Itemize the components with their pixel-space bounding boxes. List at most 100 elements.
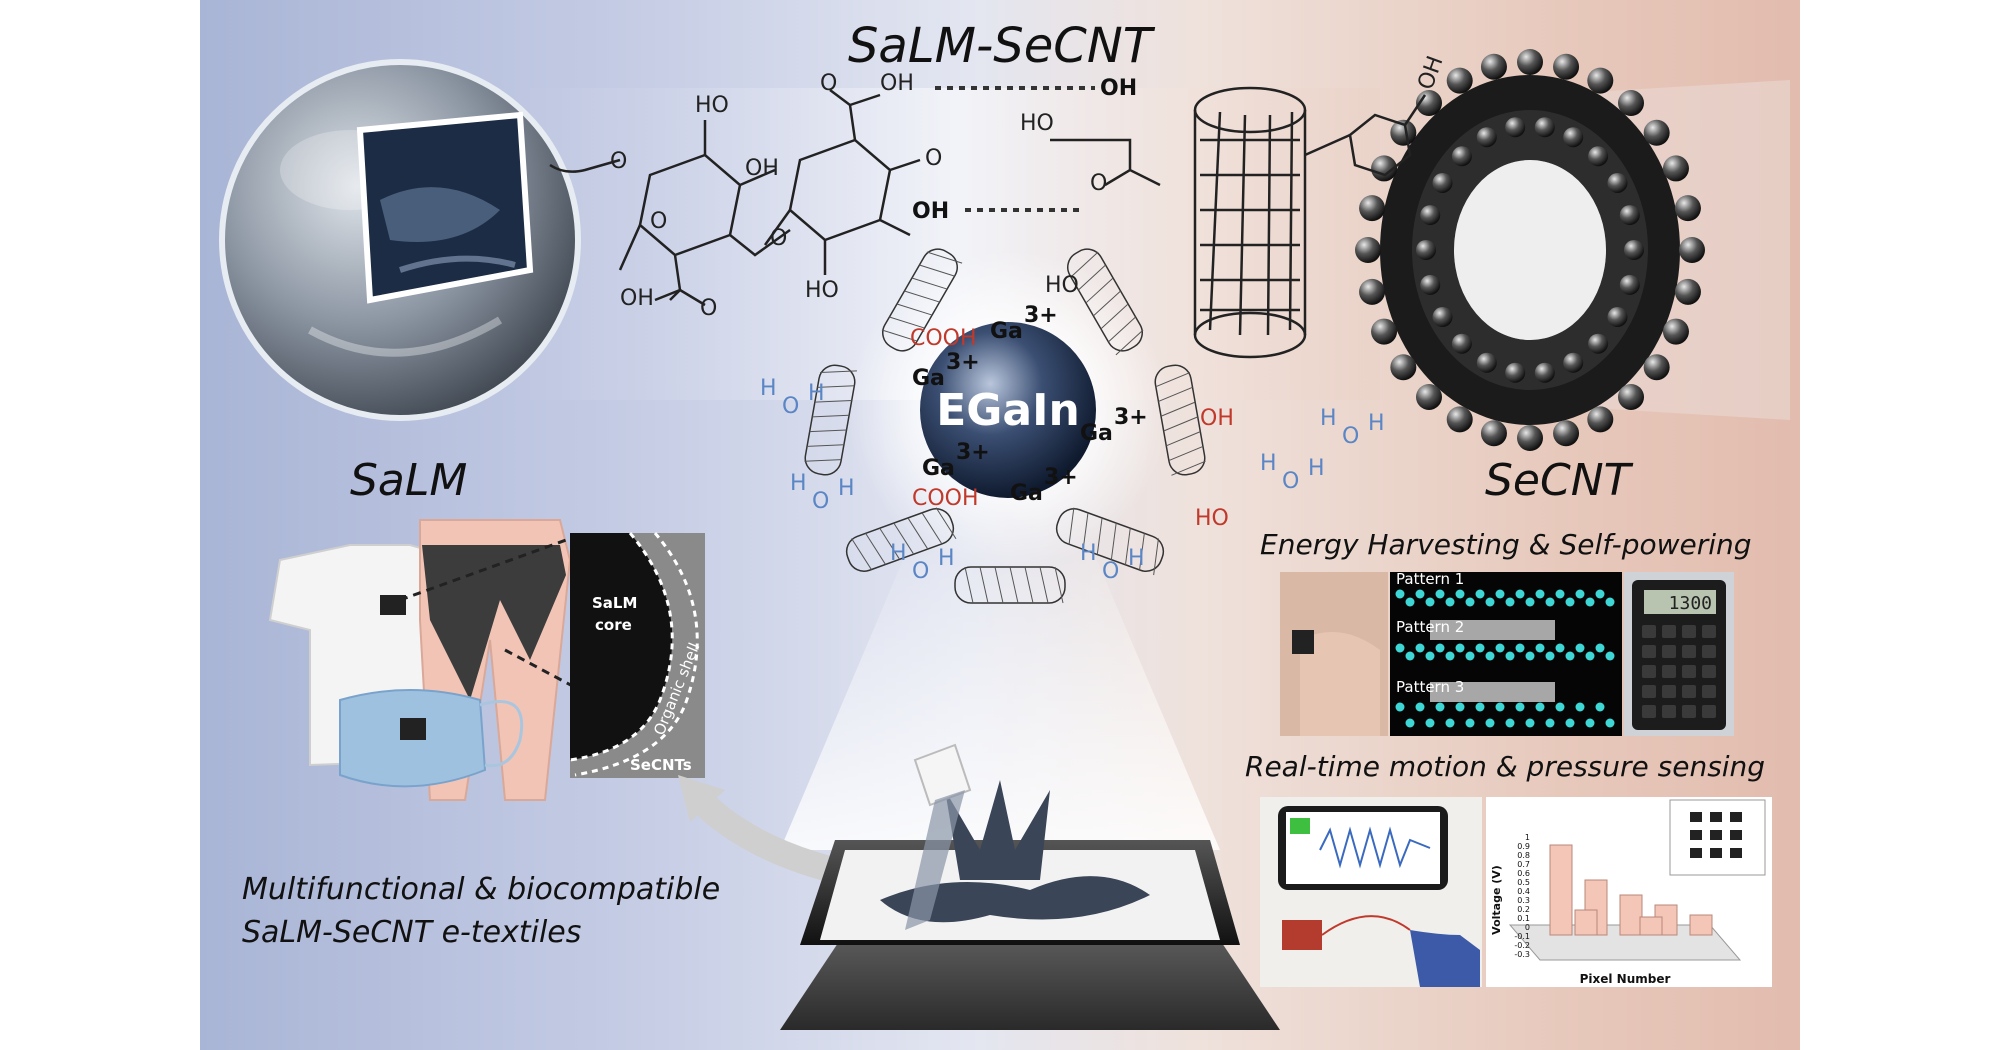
led-dot [1535, 702, 1545, 712]
secnt-ball [1674, 278, 1701, 305]
cnt-sketch-hatch [814, 399, 852, 403]
led-dot [1435, 589, 1445, 599]
energy-harvesting-panel: Pattern 1 Pattern 2 Pattern 3 1300 [1280, 570, 1734, 736]
calculator-key [1642, 685, 1656, 698]
led-dot [1475, 702, 1485, 712]
ga-ion-3: Ga 3+ [1080, 405, 1148, 446]
coating-tray [780, 743, 1280, 1030]
led-dot [1575, 702, 1585, 712]
cnt-sketch-hatch [817, 385, 855, 388]
led-dot [1495, 702, 1505, 712]
cnt-sketch-hatch [851, 538, 872, 570]
cooh-label-2: COOH [912, 486, 979, 511]
secnt-ball [1587, 67, 1614, 94]
led-dot [1485, 597, 1495, 607]
led-dot [1435, 643, 1445, 653]
secnt-ball [1517, 425, 1543, 451]
cnt-sketch-hatch [1078, 264, 1106, 291]
secnt-inner-ball [1619, 205, 1640, 226]
ga-ion-5: Ga 3+ [1010, 465, 1078, 506]
led-dot [1415, 702, 1425, 712]
figure-title: SaLM-SeCNT [847, 18, 1153, 74]
secnt-inner-ball [1432, 307, 1453, 328]
o-label-carbonyl-1: O [700, 296, 717, 321]
calculator-key [1682, 665, 1696, 678]
water-h: H [1368, 411, 1385, 436]
water-o: O [782, 394, 799, 419]
mask-strap [479, 700, 524, 768]
etextile-label-line1: Multifunctional & biocompatible [242, 872, 721, 907]
led-dot [1425, 718, 1435, 728]
led-dot [1435, 702, 1445, 712]
led-dot [1565, 651, 1575, 661]
led-dot [1415, 643, 1425, 653]
led-dot [1555, 702, 1565, 712]
o-label-bridge: O [770, 226, 787, 251]
water-o: O [912, 559, 929, 584]
oh-label-red: OH [1200, 406, 1234, 431]
led-dot [1525, 718, 1535, 728]
energy-harvesting-label: Energy Harvesting & Self-powering [1260, 528, 1752, 561]
cnt-sketch-hatch [1155, 372, 1191, 388]
led-dot [1415, 589, 1425, 599]
cnt-sketch-hatch [904, 290, 940, 303]
led-dot [1505, 651, 1515, 661]
cnt-sketch-hatch [1124, 528, 1131, 565]
water-o: O [1282, 469, 1299, 494]
cnt-sketch [1154, 364, 1206, 476]
ga-ion-3-charge: 3+ [1114, 405, 1148, 430]
secnt-ball [1618, 383, 1645, 410]
water-h: H [760, 376, 777, 401]
cnt-sketch-hatch [881, 329, 918, 342]
led-dot [1485, 718, 1495, 728]
cnt-sketch-hatch [889, 316, 925, 329]
ga-ion-2-charge: 3+ [946, 350, 980, 375]
chart-y-tick: 0 [1525, 923, 1530, 932]
sensor-pixel [1710, 812, 1722, 822]
sensor-array-grid [1690, 812, 1742, 858]
secnt-ball [1446, 67, 1473, 94]
calculator-key [1682, 645, 1696, 658]
led-dot [1445, 651, 1455, 661]
cnt-sketch-hatch [1139, 533, 1145, 570]
led-dot [1545, 597, 1555, 607]
chart-y-label: Voltage (V) [1490, 865, 1503, 935]
led-dot [1395, 702, 1405, 712]
led-dot [1545, 651, 1555, 661]
ga-ion-2: Ga 3+ [912, 350, 980, 391]
secnt-balls [1355, 49, 1705, 451]
led-dot [1595, 702, 1605, 712]
cnt-sketch-hatch [1093, 290, 1121, 317]
secnt-inner-ball [1534, 362, 1555, 383]
led-dot [1465, 651, 1475, 661]
chart-y-tick: 0.2 [1517, 905, 1530, 914]
cnt-sketch-hatch [896, 303, 933, 316]
ga-ion-2-label: Ga [912, 366, 945, 391]
o-label-3: O [1090, 171, 1107, 196]
chart-y-tick: 0.9 [1517, 842, 1530, 851]
led-dot [1465, 597, 1475, 607]
ho-label-2: HO [805, 278, 839, 303]
figure-artwork: OH HO OH O O O OH O O OH O OH HO HO O OH… [219, 49, 1790, 1030]
secnt-ball [1480, 420, 1507, 447]
cnt-sketch-hatch [1082, 512, 1089, 550]
water-o: O [1342, 424, 1359, 449]
secnt-ball [1415, 383, 1442, 410]
molecule-band [530, 88, 1380, 400]
chart-y-tick: -0.1 [1514, 932, 1530, 941]
pattern-1-label: Pattern 1 [1396, 570, 1464, 588]
cnt-sketch-hatch [919, 264, 955, 277]
sensor-pixel [1730, 830, 1742, 840]
cnt-sketch-hatch [1171, 460, 1206, 476]
secnt-ball [1662, 318, 1689, 345]
o-label-carbonyl-2: O [820, 71, 837, 96]
cnt-sketch-hatch [921, 512, 943, 545]
calculator-key [1662, 665, 1676, 678]
led-dot [1595, 643, 1605, 653]
figure-panel: OH HO OH O O O OH O O OH O OH HO HO O OH… [200, 0, 1800, 1050]
garments-illustration [268, 519, 581, 801]
secnt-inner-ball [1607, 172, 1628, 193]
led-dot [1575, 589, 1585, 599]
chart-x-label: Pixel Number [1580, 972, 1671, 986]
cnt-sketch-hatch [1070, 251, 1099, 278]
